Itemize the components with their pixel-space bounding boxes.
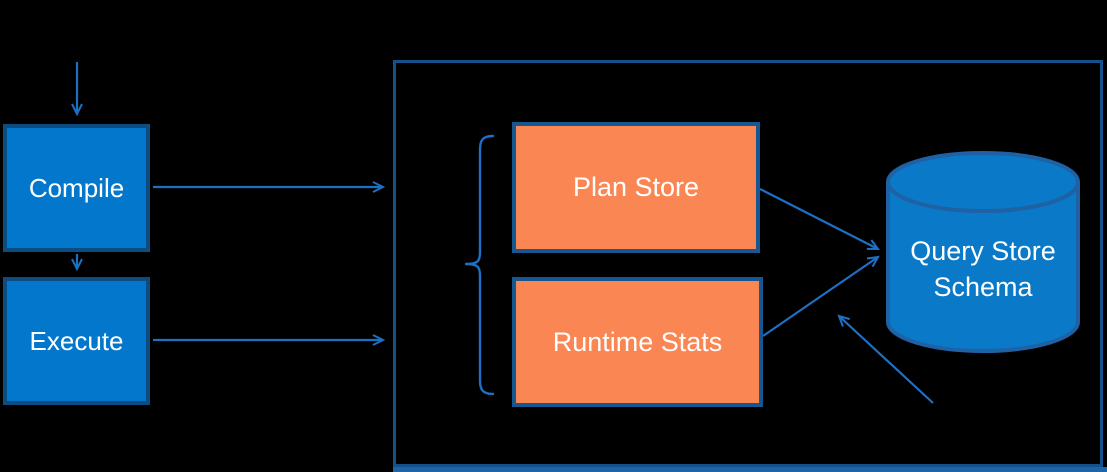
execute-label: Execute	[29, 325, 124, 356]
compile-node: Compile	[3, 124, 150, 252]
query-store-schema-label: Query Store Schema	[910, 236, 1056, 302]
runtime-stats-label: Runtime Stats	[552, 326, 723, 357]
runtime-stats-node: Runtime Stats	[512, 277, 763, 407]
query-store-container-box	[393, 60, 1103, 467]
plan-store-label: Plan Store	[572, 172, 700, 202]
compile-label: Compile	[28, 172, 125, 203]
bottom-cutoff-strip	[393, 467, 1107, 472]
database-cylinder-icon	[886, 151, 1080, 353]
plan-store-node: Plan Store	[512, 122, 760, 253]
execute-node: Execute	[3, 277, 150, 405]
